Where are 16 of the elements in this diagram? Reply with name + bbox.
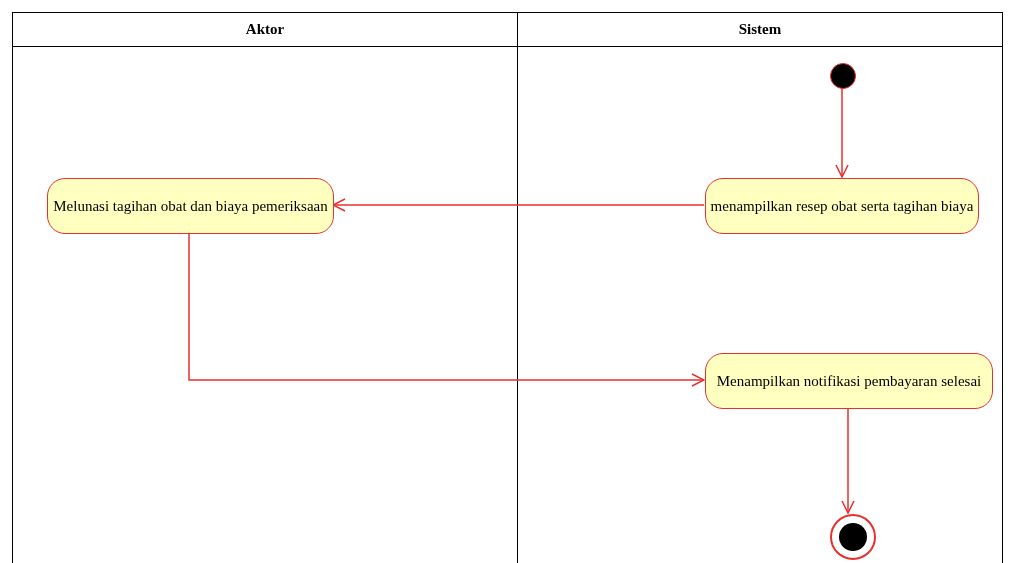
control-flow-arrow	[188, 232, 705, 387]
lane-title: Aktor	[245, 21, 285, 38]
control-flow-arrow	[835, 87, 849, 178]
initial-node	[830, 63, 856, 89]
control-flow-arrow	[332, 198, 705, 212]
activity-box	[705, 353, 993, 409]
swimlane	[12, 12, 518, 563]
final-node	[830, 514, 876, 560]
swimlane	[517, 12, 1003, 563]
activity-label: Melunasi tagihan obat dan biaya pemeriksaan	[53, 197, 328, 216]
activity-box	[705, 178, 979, 234]
lane-title: Sistem	[738, 21, 782, 38]
activity-label: menampilkan resep obat serta tagihan biaya	[710, 197, 974, 216]
activity-label: Menampilkan notifikasi pembayaran selesai	[716, 372, 982, 391]
control-flow-arrow	[841, 407, 855, 514]
activity-box	[47, 178, 334, 234]
